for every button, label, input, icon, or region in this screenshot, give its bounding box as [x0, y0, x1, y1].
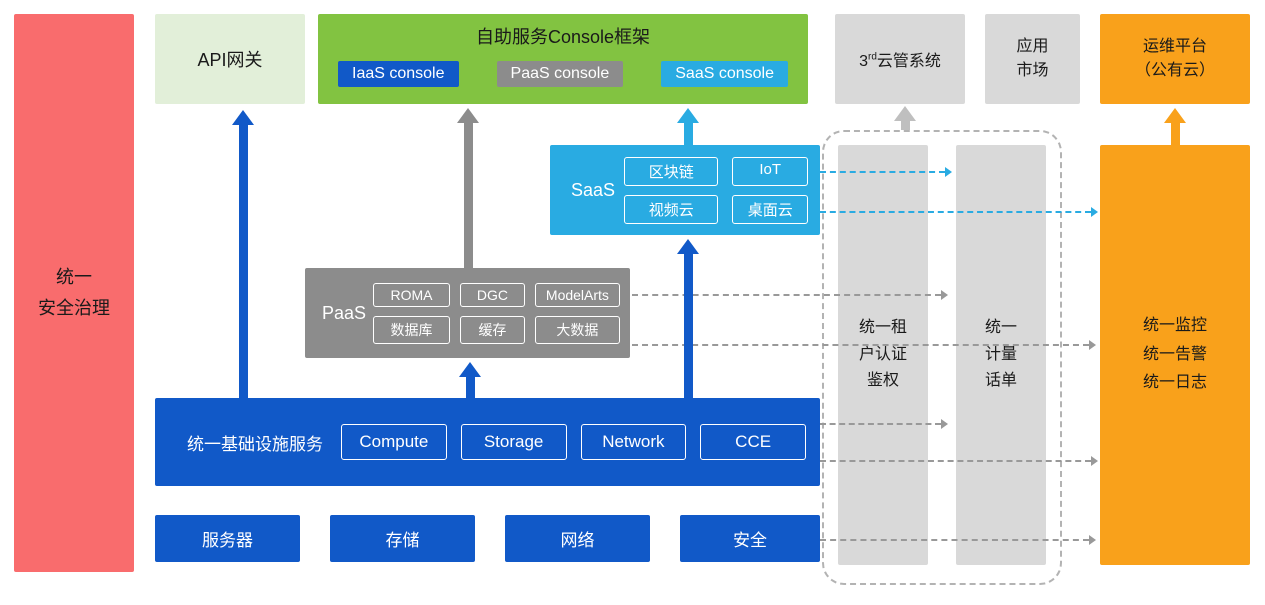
paas-service-bigdata: 大数据	[534, 315, 620, 344]
paas-services-grid: ROMA DGC ModelArts 数据库 缓存 大数据	[373, 282, 620, 344]
dashed-connector-paas-to-monitoring	[632, 340, 1096, 350]
paas-service-dgc: DGC	[460, 282, 525, 307]
arrow-saas-to-console	[676, 108, 700, 145]
paas-layer-label: PaaS	[321, 302, 367, 323]
hardware-server-box: 服务器	[155, 515, 300, 562]
infra-service-storage: Storage	[460, 424, 567, 460]
saas-layer-label: SaaS	[570, 179, 616, 200]
paas-console-chip: PaaS console	[496, 61, 624, 87]
dashed-connector-saas-to-metering	[820, 167, 952, 177]
arrow-paas-to-console	[456, 108, 480, 268]
hardware-security-box: 安全	[680, 515, 820, 562]
saas-service-desktop-cloud: 桌面云	[732, 194, 808, 224]
paas-service-database: 数据库	[373, 315, 451, 344]
infra-service-network: Network	[580, 424, 687, 460]
third-party-cloud-mgmt-box: 3rd云管系统	[835, 14, 965, 104]
paas-service-roma: ROMA	[373, 282, 451, 307]
third-party-cloud-mgmt-label: 3rd云管系统	[859, 51, 941, 70]
saas-layer-box: SaaS 区块链 IoT 视频云 桌面云	[550, 145, 820, 235]
common-services-dashed-container	[822, 130, 1062, 585]
ops-platform-public-cloud-box: 运维平台 （公有云）	[1100, 14, 1250, 104]
unified-security-governance-bar: 统一 安全治理	[14, 14, 134, 572]
saas-service-blockchain: 区块链	[624, 156, 719, 186]
iaas-console-chip: IaaS console	[338, 61, 459, 87]
metering-billing-bar: 统一 计量 话单	[956, 145, 1046, 565]
self-service-console-frame: 自助服务Console框架 IaaS console PaaS console …	[318, 14, 808, 104]
arrow-common-services-to-third-cloud	[893, 106, 917, 130]
infra-service-compute: Compute	[341, 424, 447, 460]
paas-service-cache: 缓存	[460, 315, 525, 344]
app-market-box: 应用 市场	[985, 14, 1080, 104]
hardware-storage-box: 存储	[330, 515, 475, 562]
saas-console-chip: SaaS console	[661, 61, 788, 87]
saas-service-iot: IoT	[732, 156, 808, 186]
tenant-auth-bar: 统一租 户认证 鉴权	[838, 145, 928, 565]
infrastructure-layer-label: 统一基础设施服务	[187, 434, 323, 454]
saas-service-video-cloud: 视频云	[624, 194, 719, 224]
infrastructure-services-row: Compute Storage Network CCE	[341, 424, 806, 460]
api-gateway-box: API网关	[155, 14, 305, 104]
hardware-network-box: 网络	[505, 515, 650, 562]
arrow-infra-to-api-gateway	[231, 110, 255, 398]
paas-layer-box: PaaS ROMA DGC ModelArts 数据库 缓存 大数据	[305, 268, 630, 358]
infra-service-cce: CCE	[700, 424, 806, 460]
dashed-connector-saas-to-monitoring	[820, 207, 1098, 217]
dashed-connector-hardware-to-monitoring	[820, 535, 1096, 545]
arrow-monitoring-to-ops-platform	[1163, 108, 1187, 145]
arrow-infra-to-saas	[676, 239, 700, 398]
monitoring-alarm-log-bar: 统一监控 统一告警 统一日志	[1100, 145, 1250, 565]
paas-service-modelarts: ModelArts	[534, 282, 620, 307]
saas-services-grid: 区块链 IoT 视频云 桌面云	[624, 156, 808, 224]
console-chip-row: IaaS console PaaS console SaaS console	[330, 49, 796, 87]
infrastructure-layer-box: 统一基础设施服务 Compute Storage Network CCE	[155, 398, 820, 486]
dashed-connector-paas-to-metering	[632, 290, 948, 300]
arrow-infra-to-paas	[458, 362, 482, 398]
dashed-connector-infra-to-monitoring	[820, 456, 1098, 466]
console-frame-title: 自助服务Console框架	[475, 27, 651, 47]
dashed-connector-infra-to-metering	[820, 419, 948, 429]
